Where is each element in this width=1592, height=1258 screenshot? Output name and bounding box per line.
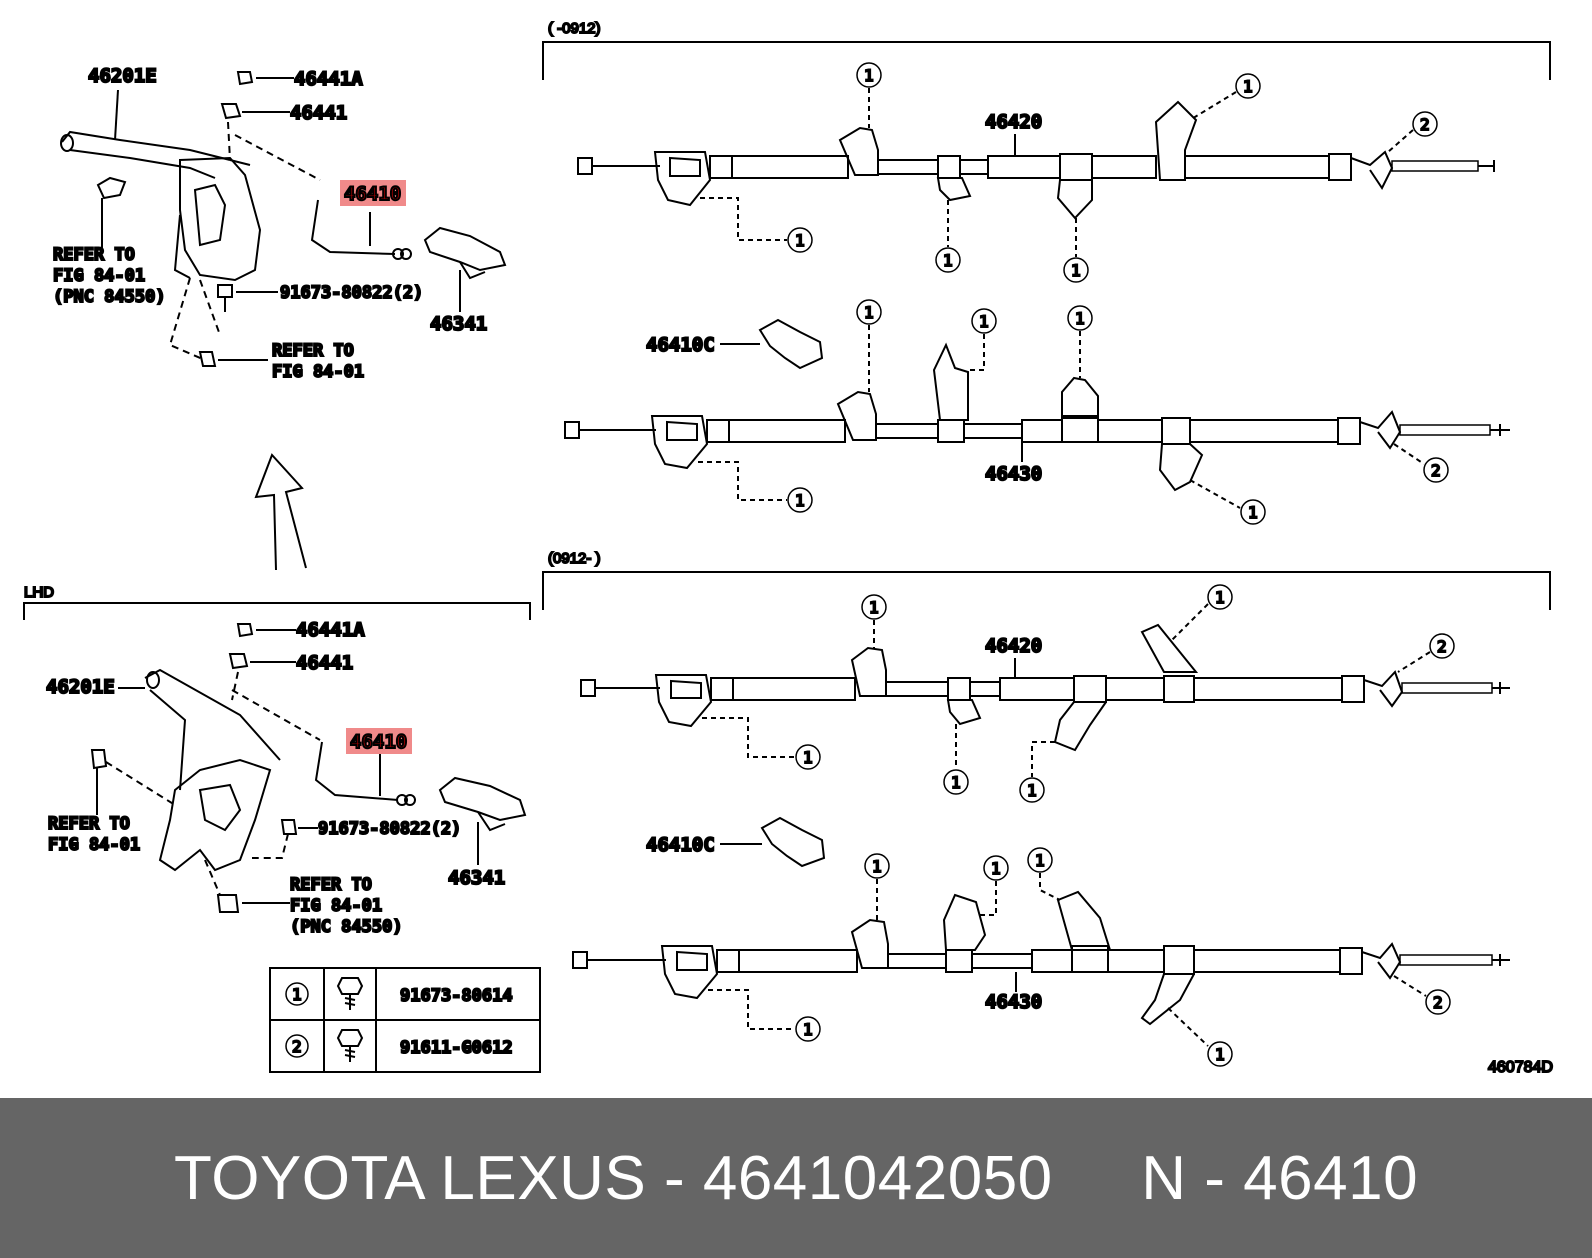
legend-marker-1: 1 [292, 985, 302, 1004]
highlight-box-lhd [346, 728, 412, 754]
marker-1: 1 [991, 859, 1001, 878]
marker-1: 1 [1243, 77, 1253, 96]
marker-2: 2 [1431, 461, 1441, 480]
refer-lhd-1-line2: FIG 84-01 [48, 835, 140, 855]
label-cable-a-group2: 46420 [985, 635, 1042, 657]
refer-lhd-2-line1: REFER TO [290, 875, 372, 895]
refer-lhd-2-line3: (PNC 84550) [290, 917, 403, 937]
label-cable-b-group2: 46430 [985, 991, 1042, 1013]
legend-part-2: 91611-G0612 [400, 1038, 513, 1058]
marker-1: 1 [979, 312, 989, 331]
footer-banner: TOYOTA LEXUS - 4641042050 N - 46410 [0, 1098, 1592, 1258]
refer-top-2-line2: FIG 84-01 [272, 362, 364, 382]
bolt-icon [336, 977, 364, 1010]
refer-top-1-line1: REFER TO [53, 245, 135, 265]
label-lever-lhd: 46201E [46, 676, 115, 698]
highlight-box-top [340, 180, 406, 206]
cable-46430-group2 [572, 890, 1510, 1026]
lhd-assembly [90, 623, 527, 913]
marker-2: 2 [1420, 115, 1430, 134]
label-switch-top: 46341 [430, 313, 487, 335]
marker-2: 2 [1433, 993, 1443, 1012]
label-nut-top: 46441 [290, 102, 347, 124]
group2-range: (0912- ) [548, 550, 601, 567]
figure-id: 460784D [1488, 1059, 1553, 1076]
clip-group2 [760, 816, 826, 868]
refer-top-2-line1: REFER TO [272, 341, 354, 361]
cable-46420-group2 [580, 623, 1510, 752]
refer-top-1-line2: FIG 84-01 [53, 266, 145, 286]
bolt-legend-table [269, 967, 541, 1073]
marker-1: 1 [803, 1020, 813, 1039]
marker-1: 1 [795, 231, 805, 250]
lhd-label: LHD [24, 584, 54, 601]
marker-1: 1 [951, 773, 961, 792]
group1-range: ( -0912) [548, 20, 601, 37]
marker-1: 1 [1075, 309, 1085, 328]
label-clip-group2: 46410C [646, 834, 715, 856]
label-switch-lhd: 46341 [448, 867, 505, 889]
label-cable-a-group1: 46420 [985, 111, 1042, 133]
marker-1: 1 [872, 857, 882, 876]
marker-1: 1 [803, 748, 813, 767]
marker-1: 1 [864, 66, 874, 85]
marker-1: 1 [943, 251, 953, 270]
label-nut-a-lhd: 46441A [296, 619, 365, 641]
refer-lhd-1-line1: REFER TO [48, 814, 130, 834]
label-clip-group1: 46410C [646, 334, 715, 356]
cable-46420-group1-markers [700, 62, 1438, 283]
marker-1: 1 [795, 491, 805, 510]
clip-group1 [758, 318, 824, 370]
marker-1: 1 [1215, 1045, 1225, 1064]
cable-46430-group1 [564, 342, 1510, 492]
marker-1: 1 [1071, 261, 1081, 280]
label-bolt-top: 91673-80822(2) [280, 283, 423, 303]
marker-1: 1 [864, 303, 874, 322]
label-cable-highlight-top[interactable]: 46410 [343, 182, 402, 206]
marker-1: 1 [1248, 503, 1258, 522]
marker-1: 1 [1027, 781, 1037, 800]
bolt-icon [336, 1029, 364, 1062]
marker-1: 1 [1035, 851, 1045, 870]
label-nut-lhd: 46441 [296, 652, 353, 674]
label-cable-highlight-lhd[interactable]: 46410 [349, 730, 408, 754]
marker-1: 1 [1215, 588, 1225, 607]
label-nut-a-top: 46441A [294, 68, 363, 90]
legend-part-1: 91673-80614 [400, 986, 513, 1006]
parts-diagram: 46201E 46441A 46441 46410 REFER TO FIG 8… [23, 19, 1554, 1077]
cable-46430-group2-markers [708, 847, 1451, 1067]
label-cable-b-group1: 46430 [985, 463, 1042, 485]
marker-2: 2 [1437, 637, 1447, 656]
refer-top-1-line3: (PNC 84550) [53, 287, 166, 307]
marker-1: 1 [869, 598, 879, 617]
cable-46430-group1-markers [698, 299, 1449, 525]
label-lever-top: 46201E [88, 65, 157, 87]
footer-title: TOYOTA LEXUS - 4641042050 N - 46410 [173, 1143, 1419, 1213]
arrow-up-icon [254, 453, 307, 571]
top-left-assembly [60, 71, 507, 367]
legend-marker-2: 2 [292, 1037, 302, 1056]
refer-lhd-2-line2: FIG 84-01 [290, 896, 382, 916]
cable-46420-group2-markers [702, 584, 1455, 803]
label-bolt-lhd: 91673-80822(2) [318, 819, 461, 839]
